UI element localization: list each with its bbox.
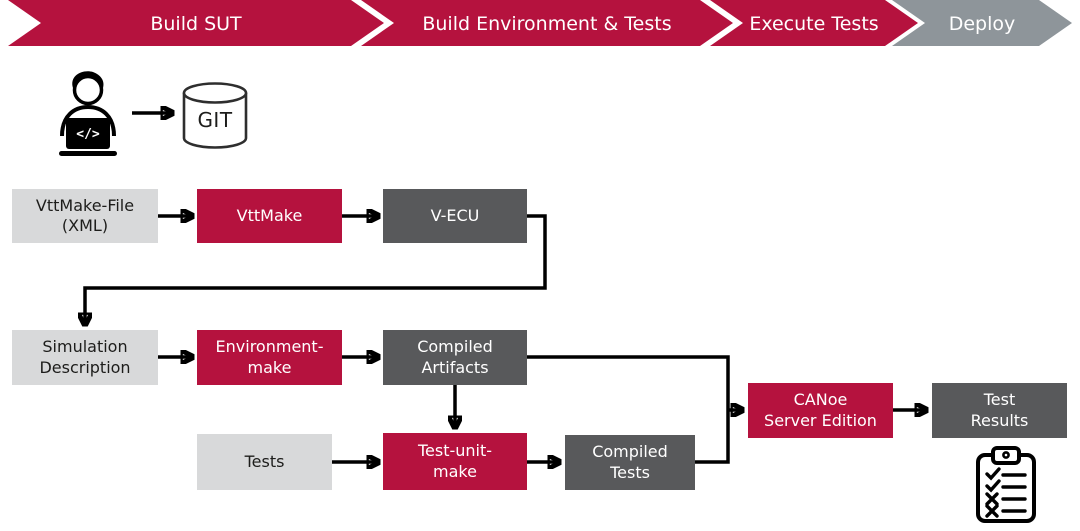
- developer-head: [72, 74, 104, 106]
- node-test-unit-make-label: Test-unit- make: [417, 441, 493, 481]
- stage-label-build-env-tests: Build Environment & Tests: [422, 13, 671, 35]
- node-tests: Tests: [197, 434, 332, 490]
- laptop-screen: [66, 118, 110, 149]
- node-vttmake-file-label: VttMake-File (XML): [35, 195, 135, 235]
- developer-hair: [72, 71, 104, 88]
- node-compiled-artifacts: Compiled Artifacts: [383, 330, 527, 385]
- check-mark: [985, 479, 1001, 493]
- stage-chevron-build-sut: [8, 0, 384, 46]
- node-test-results: Test Results: [932, 383, 1067, 438]
- node-v-ecu: V-ECU: [383, 189, 527, 243]
- stage-label-build-sut: Build SUT: [150, 13, 242, 35]
- code-glyph: </>: [76, 127, 100, 142]
- node-canoe-server-edition: CANoe Server Edition: [748, 383, 893, 438]
- stage-chevron-build-env-tests: [361, 0, 733, 46]
- node-vttmake-label: VttMake: [236, 205, 303, 225]
- stage-chevron-deploy: [892, 0, 1072, 46]
- clipboard-results-icon: [976, 446, 1036, 523]
- git-cylinder-top: [182, 82, 248, 104]
- connector-vecu-to-simulation-description: [85, 214, 547, 325]
- stage-bar: Build SUT Build Environment & Tests Exec…: [8, 0, 1072, 46]
- stage-chevron-execute-tests: [710, 0, 918, 46]
- git-label: GIT: [197, 108, 232, 132]
- laptop-base: [59, 151, 117, 156]
- stage-label-deploy: Deploy: [949, 13, 1016, 35]
- node-compiled-tests-label: Compiled Tests: [592, 442, 668, 482]
- node-v-ecu-label: V-ECU: [430, 205, 480, 225]
- x-mark: [985, 504, 999, 518]
- node-compiled-artifacts-label: Compiled Artifacts: [417, 337, 493, 377]
- node-simulation-description-label: Simulation Description: [39, 337, 131, 377]
- connector-merge-artifacts-and-tests: [527, 355, 730, 464]
- node-environment-make-label: Environment- make: [215, 337, 324, 377]
- node-environment-make: Environment- make: [197, 330, 342, 385]
- clipboard-clip-hole: [1002, 451, 1010, 459]
- node-vttmake: VttMake: [197, 189, 342, 243]
- git-cylinder-body: [182, 93, 248, 149]
- check-mark: [985, 467, 1001, 481]
- node-test-unit-make: Test-unit- make: [383, 433, 527, 490]
- node-simulation-description: Simulation Description: [12, 330, 158, 385]
- git-repository-icon: GIT: [182, 82, 248, 149]
- developer-shoulders: [60, 104, 116, 137]
- developer-icon: </>: [59, 71, 117, 156]
- node-compiled-tests: Compiled Tests: [565, 435, 695, 490]
- node-vttmake-file: VttMake-File (XML): [12, 189, 158, 243]
- x-mark: [985, 492, 999, 506]
- node-canoe-server-edition-label: CANoe Server Edition: [764, 390, 877, 430]
- node-tests-label: Tests: [244, 451, 285, 471]
- clipboard-checklist-rows: [985, 467, 1027, 518]
- node-test-results-label: Test Results: [970, 390, 1029, 430]
- stage-label-execute-tests: Execute Tests: [749, 13, 878, 35]
